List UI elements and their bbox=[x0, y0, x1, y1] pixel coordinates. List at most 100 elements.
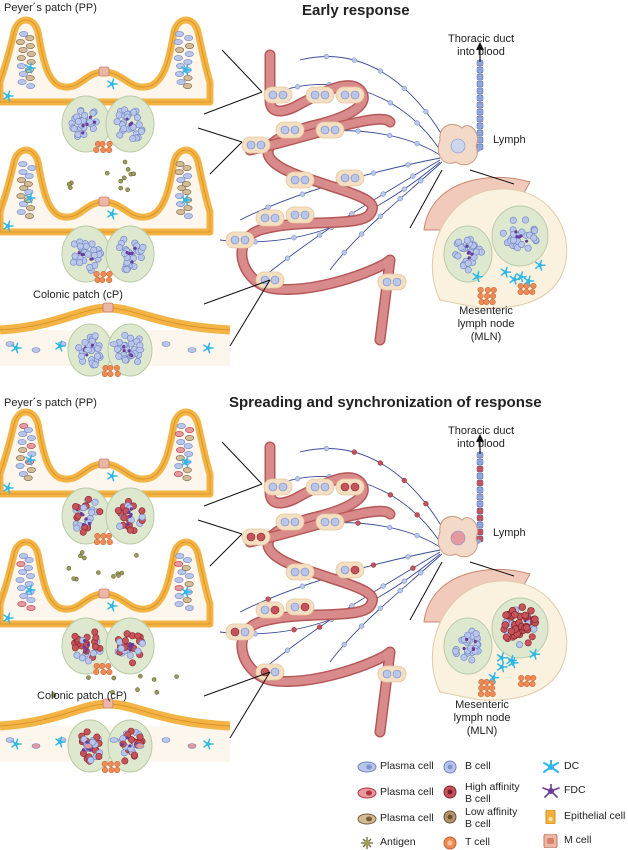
plasma-cell bbox=[182, 165, 192, 171]
b-cell bbox=[81, 111, 89, 119]
b-cell bbox=[260, 213, 270, 223]
b-cell bbox=[260, 605, 270, 615]
b-cell bbox=[121, 331, 129, 339]
panel-title-early: Early response bbox=[302, 2, 410, 19]
dc-body bbox=[184, 68, 188, 72]
plasma-cell bbox=[24, 557, 34, 563]
t-cell bbox=[99, 140, 106, 148]
plasma-cell bbox=[26, 51, 36, 57]
fdc-icon bbox=[542, 784, 560, 798]
high-affinity-b-cell bbox=[91, 628, 99, 636]
migrating-cell bbox=[323, 53, 329, 60]
fdc bbox=[467, 256, 471, 260]
mesenteric-lymph-node bbox=[423, 568, 568, 701]
plasma-cell bbox=[31, 347, 41, 353]
b-cell bbox=[320, 90, 330, 100]
dc-body bbox=[503, 270, 508, 275]
fdc bbox=[81, 124, 85, 128]
b-cell bbox=[81, 338, 89, 346]
mln-label-2: Mesenteric lymph node (MLN) bbox=[432, 699, 532, 738]
b-cell bbox=[77, 107, 85, 115]
fdc bbox=[88, 748, 93, 752]
dendritic-cell bbox=[500, 266, 512, 278]
b-cell bbox=[84, 657, 92, 665]
vessel-cluster bbox=[241, 136, 271, 154]
t-cell bbox=[106, 270, 113, 278]
plasma-cell bbox=[175, 47, 185, 53]
migrating-cell bbox=[358, 623, 365, 629]
t-cell bbox=[105, 662, 112, 670]
dendritic-cell bbox=[497, 661, 508, 673]
antigen bbox=[138, 673, 143, 679]
t-cell bbox=[114, 760, 121, 768]
fdc bbox=[85, 353, 89, 357]
b-cell bbox=[340, 90, 350, 100]
callout-line bbox=[229, 671, 271, 739]
fdc bbox=[130, 251, 134, 256]
plasma-cell bbox=[184, 605, 194, 611]
b-cell bbox=[300, 567, 310, 577]
high-affinity-b-cell bbox=[79, 528, 87, 536]
t-cell bbox=[93, 270, 100, 278]
b-cell bbox=[499, 229, 507, 237]
t-cell bbox=[484, 292, 491, 300]
dendritic-cell bbox=[181, 194, 192, 206]
dc-body bbox=[184, 460, 188, 464]
b-cell bbox=[89, 109, 97, 117]
callout-line bbox=[203, 279, 271, 305]
plasma-cell bbox=[181, 181, 191, 187]
plasma-cell bbox=[182, 467, 192, 473]
duct-segment bbox=[476, 73, 484, 81]
b-cell bbox=[518, 228, 526, 236]
b-cell bbox=[464, 259, 472, 267]
dc-body bbox=[509, 658, 514, 663]
m-cell bbox=[98, 588, 110, 599]
b-cell bbox=[121, 356, 129, 364]
dendritic-cell bbox=[488, 672, 500, 684]
t-cell bbox=[101, 370, 108, 378]
plasma-cell bbox=[26, 205, 36, 211]
dendritic-cell bbox=[11, 342, 22, 354]
mln-line2: lymph node bbox=[457, 318, 515, 330]
b-cell bbox=[138, 513, 146, 521]
plasma-cell bbox=[184, 51, 194, 57]
plasma-cell bbox=[182, 189, 192, 195]
b-cell bbox=[113, 345, 121, 353]
legend-label: Antigen bbox=[380, 836, 416, 848]
legend-label-2line: High affinity B cell bbox=[465, 781, 520, 805]
t-cell bbox=[523, 680, 530, 688]
antigen bbox=[135, 687, 140, 692]
migrating-cell bbox=[294, 84, 301, 90]
t-cell bbox=[100, 146, 107, 154]
b-cell bbox=[350, 482, 360, 492]
dendritic-cell bbox=[11, 738, 22, 750]
migrating-cell bbox=[386, 132, 393, 139]
plasma-cell bbox=[83, 347, 93, 353]
t-cell bbox=[529, 288, 536, 296]
b-cell bbox=[91, 498, 99, 506]
plasma-cell bbox=[183, 213, 193, 219]
b-cell bbox=[280, 517, 290, 527]
fdc bbox=[470, 252, 474, 256]
b-cell bbox=[460, 653, 468, 661]
t-cell bbox=[483, 678, 490, 686]
fdc bbox=[84, 650, 88, 654]
plasma-cell bbox=[174, 31, 184, 37]
t-cell bbox=[93, 662, 100, 670]
t-cell bbox=[517, 288, 524, 296]
b-cell bbox=[129, 254, 137, 262]
antigen-icon bbox=[361, 837, 373, 849]
b-cell bbox=[320, 482, 330, 492]
migrating-cell bbox=[341, 249, 347, 256]
m-cell bbox=[102, 698, 114, 709]
vessel-cluster bbox=[285, 206, 315, 224]
migrating-cell bbox=[377, 68, 384, 74]
fdc bbox=[126, 522, 130, 527]
b-cell bbox=[290, 567, 300, 577]
high-affinity-b-cell bbox=[91, 643, 99, 651]
antigen bbox=[121, 175, 127, 181]
legend-label-line2: B cell bbox=[465, 818, 491, 830]
migrating-cell bbox=[418, 570, 424, 576]
antigen bbox=[118, 185, 124, 191]
dc-body bbox=[6, 94, 10, 98]
